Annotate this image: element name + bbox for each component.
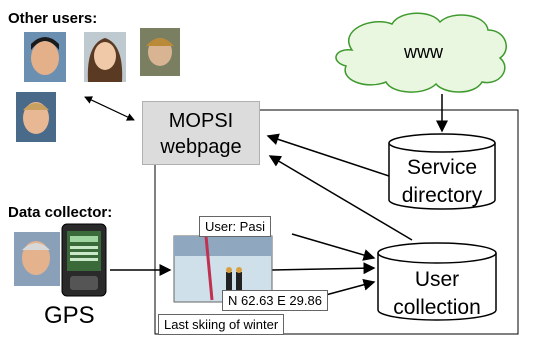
caption-callout: Last skiing of winter [158,314,285,335]
user-collection-line1: User [414,268,460,291]
data-collector-label: Data collector: [8,204,113,221]
mopsi-line1: MOPSI [168,110,234,132]
arrow-service-to-mopsi [266,133,390,177]
arrow-collection-to-mopsi [268,155,413,241]
user-photo-1 [24,32,66,82]
user-collection-cylinder [377,242,497,321]
collector-photo [14,232,60,286]
gps-label: GPS [44,302,95,329]
system-boundary [154,109,519,335]
user-photo-2 [84,32,126,82]
www-label: www [404,42,443,62]
user-collection-line2: collection [393,296,481,319]
user-callout: User: Pasi [199,216,271,237]
phone-gps-device [61,223,107,297]
service-directory-line1: Service [406,156,478,179]
arrow-mopsi-to-users [84,96,135,121]
coords-callout: N 62.63 E 29.86 [222,290,328,311]
user-photo-3 [140,28,180,76]
www-cloud [335,12,507,93]
other-users-label: Other users: [8,10,98,27]
mopsi-webpage-box: MOPSI webpage [142,101,260,165]
service-directory-cylinder [388,133,496,210]
arrow-coords-to-collection [321,278,376,297]
mopsi-line2: webpage [160,136,242,158]
user-collection-label: User collection [378,266,496,322]
service-directory-label: Service directory [389,154,495,210]
arrow-user-to-collection [291,233,376,261]
arrow-photo-to-collection [271,262,376,275]
user-photo-4 [16,92,56,142]
service-directory-line2: directory [401,184,483,207]
